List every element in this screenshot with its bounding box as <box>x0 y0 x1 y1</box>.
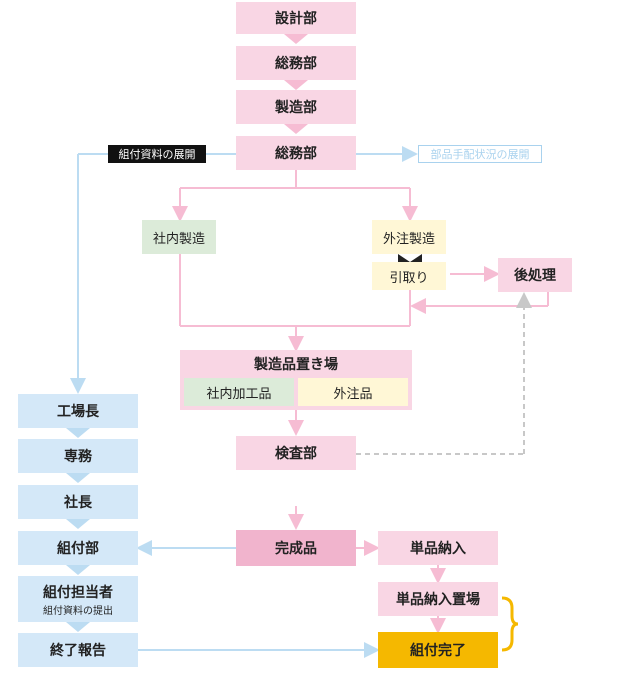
design-dept-box: 設計部 <box>236 2 356 34</box>
president-box: 社長 <box>18 485 138 519</box>
top-stack-chevrons <box>284 34 308 134</box>
storage-in-house-item: 社内加工品 <box>184 378 294 406</box>
assembly-person-title: 組付担当者 <box>43 584 113 601</box>
assembly-person-subtitle: 組付資料の提出 <box>43 605 113 617</box>
storage-area: 製造品置き場 社内加工品 外注品 <box>180 350 412 410</box>
finished-product-box: 完成品 <box>236 530 356 566</box>
inspection-box: 検査部 <box>236 436 356 470</box>
assembly-docs-tag: 組付資料の展開 <box>108 145 206 163</box>
bowtie-marker <box>398 254 422 262</box>
manufacturing-dept-box: 製造部 <box>236 90 356 124</box>
general-affairs-box-2: 総務部 <box>236 136 356 170</box>
pickup-box: 引取り <box>372 262 446 290</box>
storage-title: 製造品置き場 <box>254 357 338 373</box>
storage-outsourced-item: 外注品 <box>298 378 408 406</box>
left-column-chevrons <box>66 428 90 632</box>
final-report-box: 終了報告 <box>18 633 138 667</box>
factory-manager-box: 工場長 <box>18 394 138 428</box>
gold-brace <box>501 596 519 652</box>
outsourced-mfg-box: 外注製造 <box>372 220 446 254</box>
in-house-mfg-box: 社内製造 <box>142 220 216 254</box>
assembly-dept-box: 組付部 <box>18 531 138 565</box>
general-affairs-box-1: 総務部 <box>236 46 356 80</box>
split-lines <box>172 170 549 634</box>
single-delivery-box: 単品納入 <box>378 531 498 565</box>
post-processing-box: 後処理 <box>498 258 572 292</box>
assembly-complete-box: 組付完了 <box>378 632 498 668</box>
executive-box: 専務 <box>18 439 138 473</box>
dashed-return-line <box>356 292 532 455</box>
single-delivery-storage-box: 単品納入置場 <box>378 582 498 616</box>
parts-status-tag: 部品手配状況の展開 <box>418 145 542 163</box>
assembly-person-box: 組付担当者 組付資料の提出 <box>18 576 138 622</box>
